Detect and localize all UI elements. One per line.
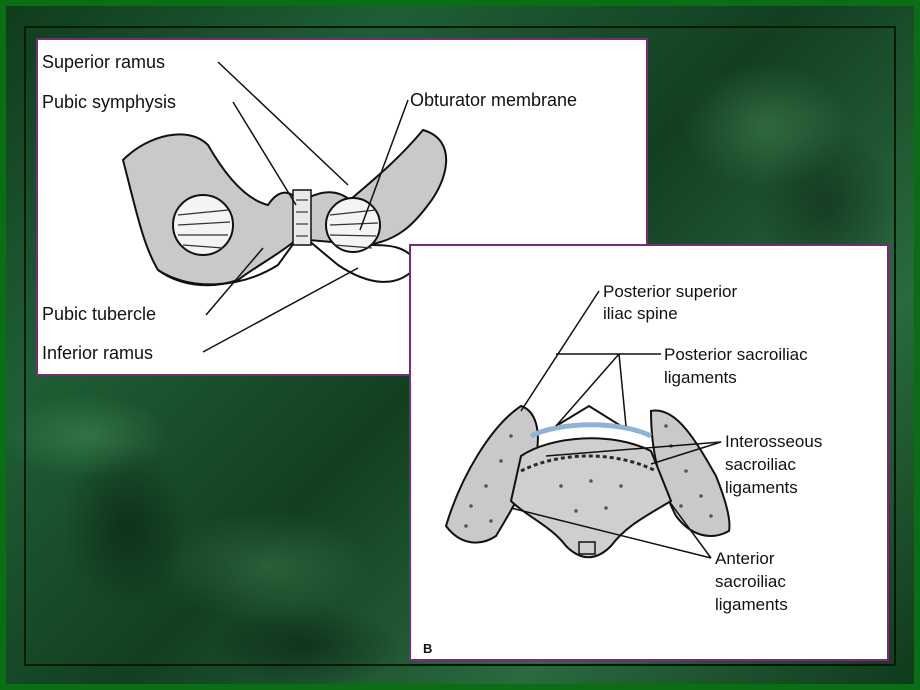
panel-letter: B bbox=[423, 641, 433, 656]
label-pubic-tubercle: Pubic tubercle bbox=[42, 304, 157, 324]
label-interosseous-line2: sacroiliac bbox=[725, 455, 796, 474]
interosseous-leader-1 bbox=[545, 441, 722, 457]
right-ilium bbox=[649, 409, 731, 537]
inferior-ramus-shape bbox=[157, 239, 420, 286]
label-posterior-sacroiliac-line1: Posterior sacroiliac bbox=[664, 345, 808, 364]
label-obturator-membrane: Obturator membrane bbox=[410, 90, 578, 110]
pubic-symphysis-leader bbox=[232, 101, 297, 206]
label-anterior-sacroiliac-line1: Anterior bbox=[715, 549, 775, 568]
label-interosseous-line1: Interosseous bbox=[725, 432, 823, 451]
anterior-sacroiliac-leader-2 bbox=[668, 500, 712, 559]
sacrum bbox=[509, 437, 673, 559]
sacroiliac-illustration bbox=[444, 290, 731, 559]
label-interosseous-line3: ligaments bbox=[725, 478, 798, 497]
label-anterior-sacroiliac-line2: sacroiliac bbox=[715, 572, 786, 591]
anterior-sacroiliac-leader-1 bbox=[510, 507, 712, 559]
label-psis-line1: Posterior superior bbox=[603, 282, 738, 301]
label-pubic-symphysis: Pubic symphysis bbox=[42, 92, 177, 112]
label-psis-line2: iliac spine bbox=[603, 304, 678, 323]
pubic-tubercle-leader bbox=[205, 247, 264, 316]
label-superior-ramus: Superior ramus bbox=[42, 52, 166, 72]
left-obturator-foramen bbox=[172, 194, 234, 256]
posterior-sacroiliac-ligament-band bbox=[529, 422, 653, 439]
superior-ramus-leader bbox=[217, 61, 349, 186]
posterior-sacroiliac-leader-1 bbox=[555, 353, 620, 427]
label-inferior-ramus: Inferior ramus bbox=[42, 343, 154, 363]
obturator-membrane-leader bbox=[359, 99, 409, 231]
posterior-sacroiliac-leader-2 bbox=[618, 353, 627, 427]
pubic-symphysis-shape bbox=[292, 189, 312, 246]
inferior-ramus-leader bbox=[202, 267, 359, 353]
label-posterior-sacroiliac-line2: ligaments bbox=[664, 368, 737, 387]
psis-leader bbox=[520, 290, 600, 412]
interosseous-ligament-band bbox=[520, 454, 657, 473]
slide-inner-border bbox=[24, 26, 896, 666]
pubic-illustration bbox=[121, 61, 448, 353]
interosseous-leader-2 bbox=[650, 441, 722, 465]
label-anterior-sacroiliac-line3: ligaments bbox=[715, 595, 788, 614]
sacroiliac-diagram-panel: Posterior superior iliac spine Posterior… bbox=[409, 244, 889, 661]
